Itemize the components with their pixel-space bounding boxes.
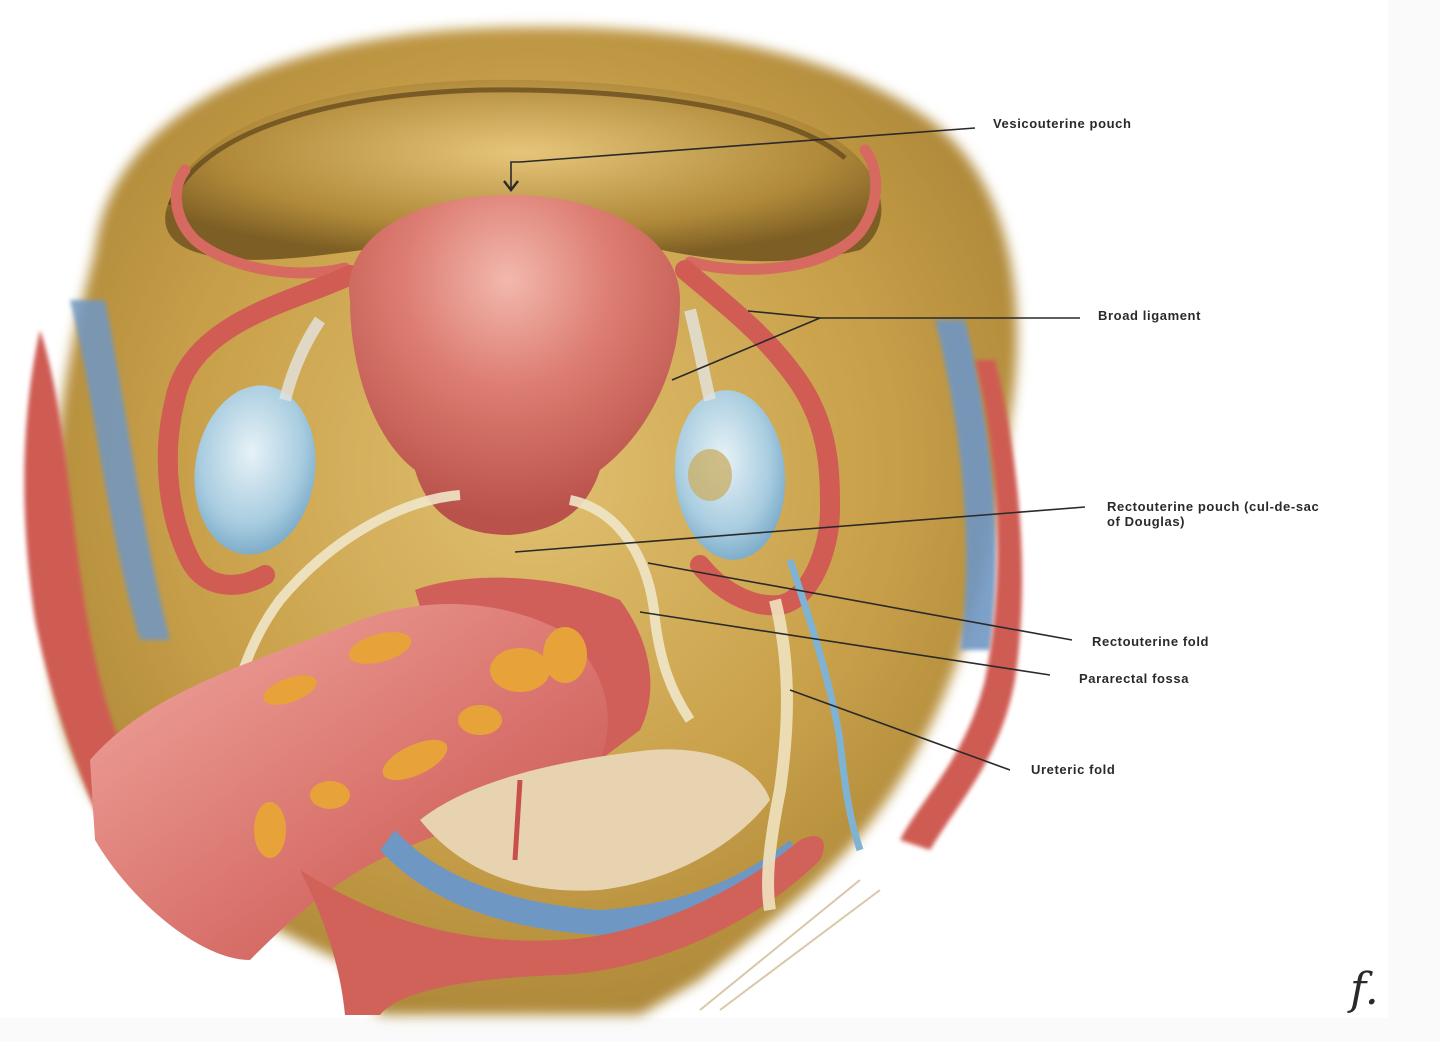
right-uterine-tube	[675, 260, 841, 616]
right-ureter	[786, 558, 864, 852]
uterus	[349, 195, 680, 535]
left-iliac-vessels	[24, 330, 161, 870]
bladder	[165, 79, 882, 262]
right-iliac-artery	[900, 360, 1023, 850]
leader-line	[639, 611, 1051, 676]
left-ovary	[194, 385, 316, 555]
right-ovarian-ligament	[684, 308, 716, 402]
median-sacral-vessels	[512, 779, 523, 861]
left-round-ligament	[170, 164, 351, 279]
left-iliac-vein	[70, 300, 170, 640]
bottom-margin	[0, 1018, 1440, 1042]
label-rectouterine-pouch: Rectouterine pouch (cul-de-sac of Dougla…	[1107, 499, 1397, 529]
leader-line	[514, 506, 1086, 553]
left-ovarian-ligament	[279, 316, 326, 402]
right-ureteric-fold	[762, 598, 793, 911]
epiploic-appendices	[254, 627, 587, 858]
label-ureteric-fold: Ureteric fold	[1031, 762, 1116, 777]
label-rectouterine-pouch-line1: Rectouterine pouch (cul-de-sac	[1107, 499, 1320, 514]
right-margin	[1388, 0, 1440, 1042]
artist-signature: f.	[1350, 964, 1379, 1015]
common-iliac-artery	[300, 836, 824, 1015]
corpus-luteum	[688, 449, 732, 501]
label-rectouterine-fold: Rectouterine fold	[1092, 634, 1210, 649]
label-broad-ligament: Broad ligament	[1098, 308, 1202, 323]
label-pararectal-fossa: Pararectal fossa	[1079, 671, 1190, 686]
leader-lines	[503, 127, 1086, 771]
leader-line	[671, 317, 821, 381]
right-iliac-vein	[935, 320, 996, 650]
sacral-region	[420, 749, 770, 891]
right-round-ligament	[684, 144, 882, 275]
left-uterine-tube	[157, 265, 360, 595]
instrument-lines	[699, 879, 881, 1011]
label-rectouterine-pouch-line2: of Douglas)	[1107, 514, 1186, 529]
leader-line	[647, 562, 1073, 641]
bladder-rim	[167, 87, 847, 206]
leader-line	[789, 689, 1011, 771]
label-vesicouterine-pouch: Vesicouterine pouch	[993, 116, 1132, 131]
leader-line	[510, 127, 976, 190]
arrowhead-icon	[503, 180, 519, 192]
leader-line	[747, 310, 821, 319]
sigmoid-colon	[90, 603, 608, 960]
